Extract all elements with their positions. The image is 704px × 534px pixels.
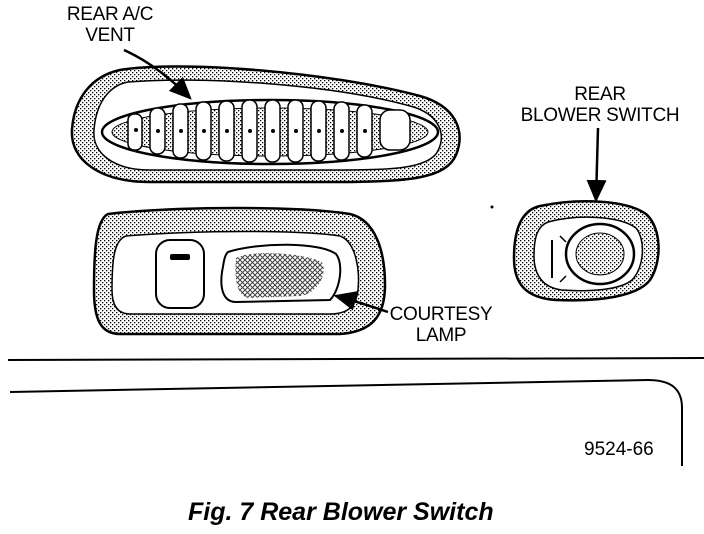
rear-blower-switch <box>512 200 660 302</box>
louver-pins <box>134 128 367 133</box>
figure-caption: Fig. 7 Rear Blower Switch <box>188 498 494 526</box>
rear-blower-switch-label-line1: REAR <box>574 84 626 105</box>
figure-code: 9524-66 <box>584 439 654 460</box>
rear-ac-vent-label: REAR A/C VENT <box>50 4 170 46</box>
rear-ac-vent-label-line2: VENT <box>85 25 135 46</box>
rear-blower-switch-label-line2: BLOWER SWITCH <box>520 105 680 126</box>
courtesy-lamp-housing <box>92 206 387 336</box>
courtesy-lamp-label: COURTESY LAMP <box>384 304 498 346</box>
courtesy-lamp-label-line1: COURTESY <box>389 304 493 325</box>
lamp-switch <box>155 239 205 309</box>
rear-ac-vent-label-line1: REAR A/C <box>66 4 154 25</box>
rear-ac-vent <box>70 65 461 184</box>
courtesy-lamp-label-line2: LAMP <box>415 325 467 346</box>
callout-arrows <box>123 48 607 314</box>
rear-blower-switch-label: REAR BLOWER SWITCH <box>508 84 692 126</box>
trim-lines <box>7 357 704 466</box>
